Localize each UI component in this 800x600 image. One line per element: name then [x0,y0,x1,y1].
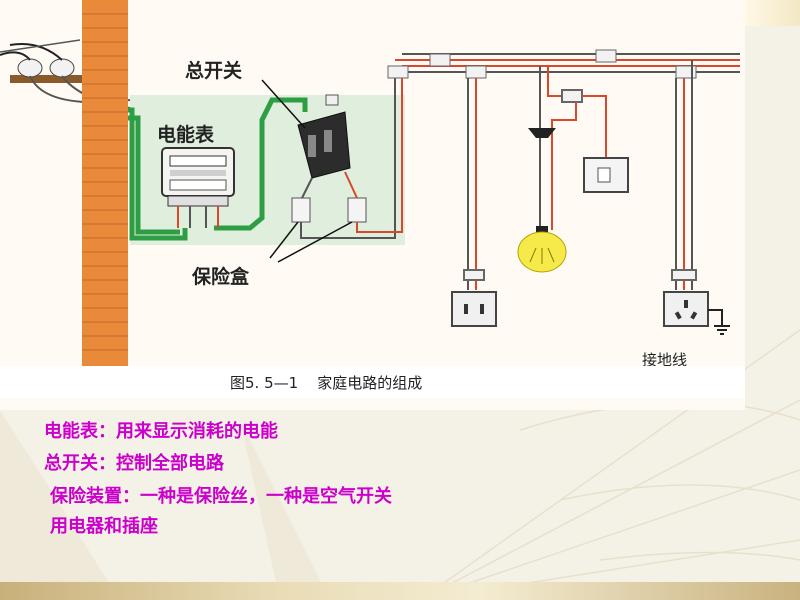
lamp-fixture [517,128,567,273]
two-pin-socket [451,291,497,327]
bottom-decorative-bar [0,582,800,600]
insulator-right [49,58,75,78]
circuit-drawing [0,0,740,366]
brick-wall [82,0,128,366]
ground-symbol [708,309,730,335]
note-meter: 电能表：用来显示消耗的电能 [44,421,278,442]
branch-socket-two-pin [463,78,485,290]
fuse-right [347,197,367,223]
note-protection: 保险装置：一种是保险丝，一种是空气开关 [50,486,392,507]
fuse-boxes [291,72,403,239]
branch-socket-three-pin [671,60,697,290]
three-pin-socket [663,291,709,327]
household-circuit-diagram: 总开关 电能表 保险盒 接地线 图5. 5—1 家庭电路的组成 [0,0,745,410]
meter-label: 电能表 [157,124,215,146]
figure-caption-bar: 图5. 5—1 家庭电路的组成 [0,366,745,398]
callout-arrows [261,79,353,263]
insulator-left [17,58,43,78]
branch-lamp [539,66,607,230]
ground-wire-label: 接地线 [642,351,688,369]
main-switch [297,94,351,179]
top-band [745,0,800,26]
fuse-box-label: 保险盒 [192,266,250,288]
service-cables [128,97,308,241]
main-switch-label: 总开关 [185,60,243,82]
note-main-switch: 总开关：控制全部电路 [44,453,224,474]
fuse-left [291,197,311,223]
figure-caption: 图5. 5—1 家庭电路的组成 [230,374,423,392]
electric-meter [161,147,235,228]
wall-switch [583,157,629,193]
note-appliances: 用电器和插座 [50,516,158,537]
